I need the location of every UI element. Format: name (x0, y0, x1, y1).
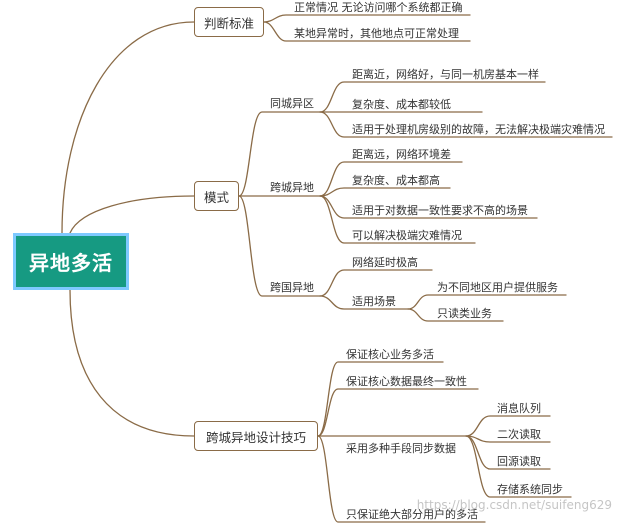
cross-city-item: 适用于对数据一致性要求不高的场景 (352, 204, 528, 217)
cross-country-node: 跨国异地 (270, 281, 314, 294)
design-item: 只保证绝大部分用户的多活 (346, 508, 478, 521)
sync-item: 二次读取 (497, 428, 541, 441)
cross-city-item: 复杂度、成本都高 (352, 174, 440, 187)
watermark: https://blog.csdn.net/suifeng629 (416, 498, 612, 512)
same-city-node: 同城异区 (270, 97, 314, 110)
judge-criteria-node: 判断标准 (194, 7, 264, 37)
cross-city-item: 可以解决极端灾难情况 (352, 229, 462, 242)
root-node: 异地多活 (13, 233, 129, 290)
sync-item: 回源读取 (497, 455, 541, 468)
sync-node: 采用多种手段同步数据 (346, 442, 456, 455)
cross-country-latency: 网络延时极高 (352, 256, 418, 269)
cross-city-item: 距离远，网络环境差 (352, 148, 451, 161)
cross-city-node: 跨城异地 (270, 181, 314, 194)
scenario-node: 适用场景 (352, 295, 396, 308)
sync-item: 消息队列 (497, 402, 541, 415)
same-city-item: 适用于处理机房级别的故障，无法解决极端灾难情况 (352, 123, 605, 136)
sync-item: 存储系统同步 (497, 483, 563, 496)
scenario-item: 为不同地区用户提供服务 (437, 281, 558, 294)
same-city-item: 复杂度、成本都较低 (352, 98, 451, 111)
judge-item: 某地异常时，其他地点可正常处理 (294, 27, 459, 40)
scenario-item: 只读类业务 (437, 307, 492, 320)
design-item: 保证核心业务多活 (346, 348, 434, 361)
same-city-item: 距离近，网络好，与同一机房基本一样 (352, 68, 539, 81)
design-tips-node: 跨城异地设计技巧 (194, 421, 318, 451)
judge-item: 正常情况 无论访问哪个系统都正确 (294, 1, 463, 14)
design-item: 保证核心数据最终一致性 (346, 375, 467, 388)
mode-node: 模式 (194, 181, 239, 211)
